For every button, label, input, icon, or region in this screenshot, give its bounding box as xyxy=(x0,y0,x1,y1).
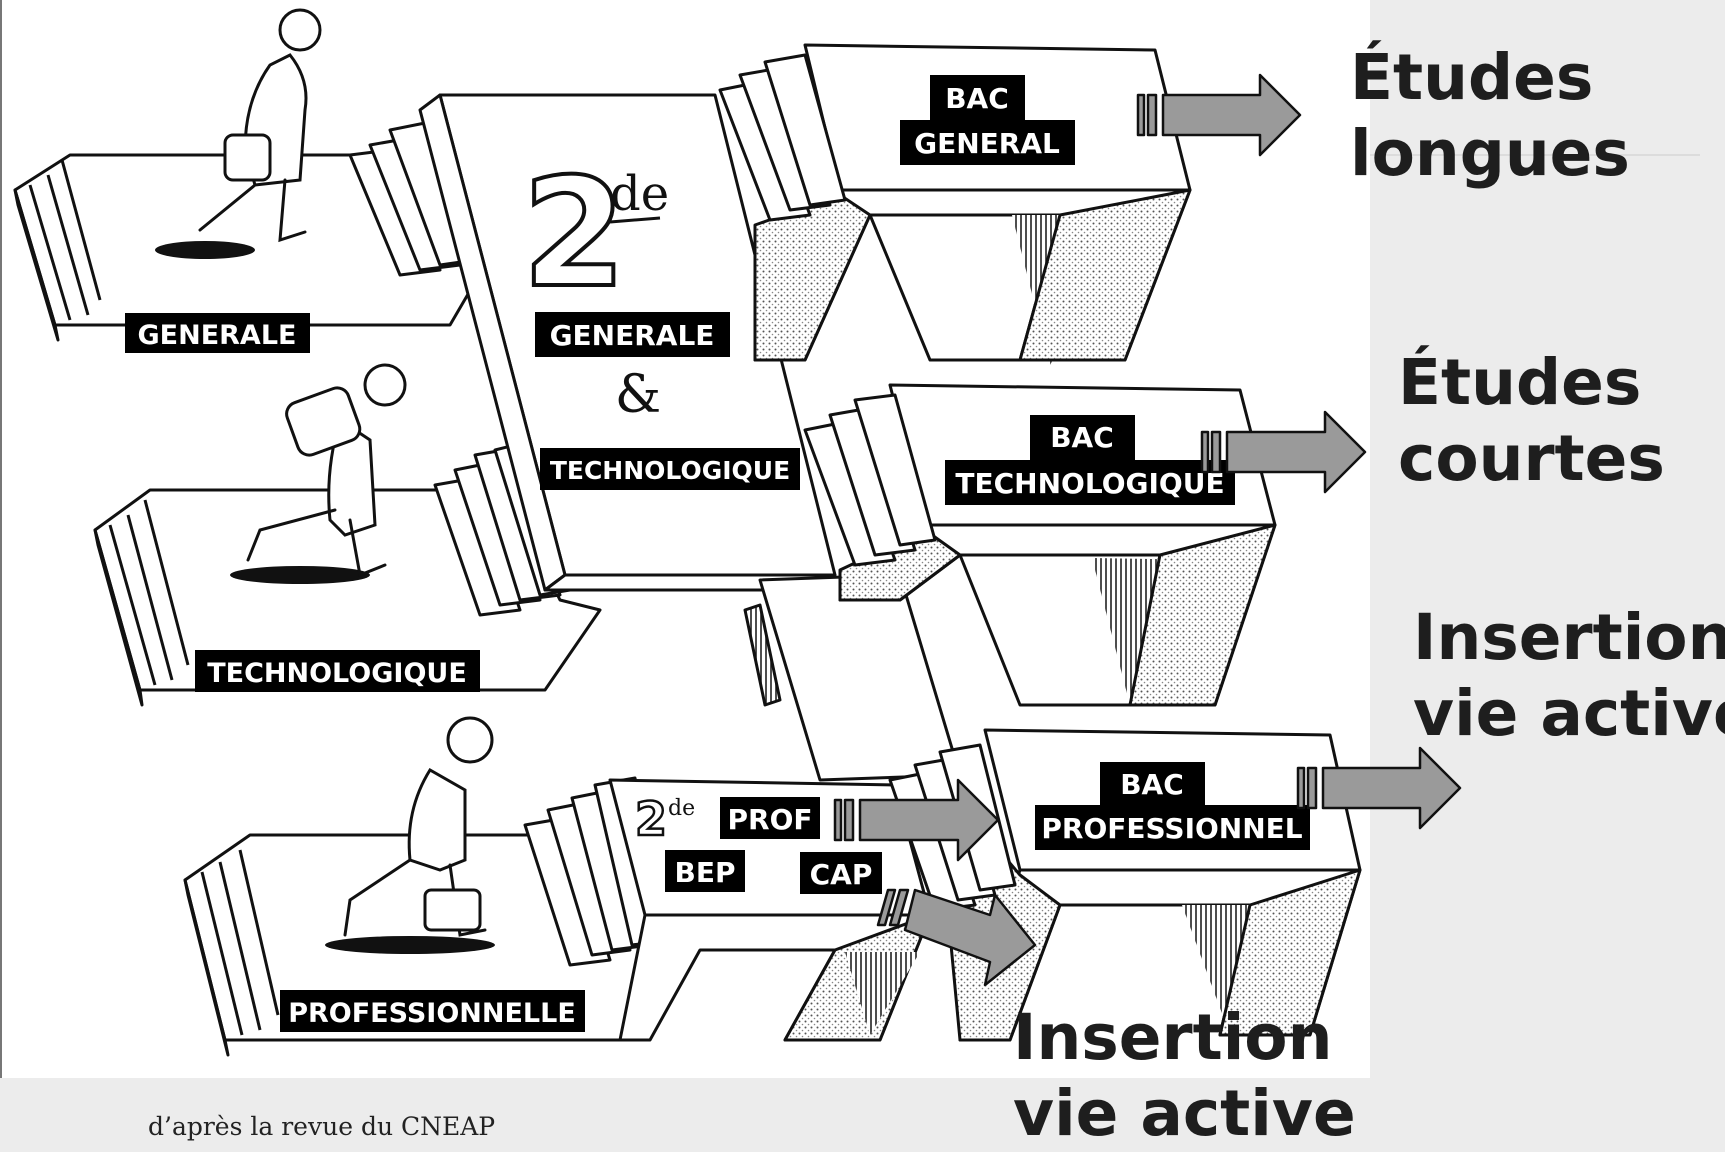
label-box-professionnelle xyxy=(280,990,585,1032)
label-seconde-technologique: TECHNOLOGIQUE xyxy=(550,456,790,485)
label-bac-pro-bottom: PROFESSIONNEL xyxy=(1041,812,1302,845)
label-cap: CAP xyxy=(810,858,873,891)
outcome-long-line2: longues xyxy=(1350,117,1630,190)
label-box-bac-techno-1 xyxy=(1030,415,1135,460)
label-professionnelle: PROFESSIONNELLE xyxy=(288,998,576,1029)
seconde-number: 2 xyxy=(522,147,626,321)
label-box-seconde-technologique xyxy=(540,448,800,490)
source-caption: d’après la revue du CNEAP xyxy=(148,1112,496,1141)
outcome-etudes-longues: Études longues xyxy=(1350,40,1630,192)
arrows xyxy=(833,73,1462,987)
label-box-bac-techno-2 xyxy=(945,460,1235,505)
label-box-bep xyxy=(665,850,745,892)
outcome-short-line2: courtes xyxy=(1398,422,1665,495)
label-box-prof xyxy=(720,797,820,839)
arrow-bac-technologique xyxy=(1200,410,1367,494)
label-prof: PROF xyxy=(727,803,812,836)
figure-boy-backpack xyxy=(230,363,407,584)
arrow-bac-general xyxy=(1136,73,1302,157)
label-boxes xyxy=(125,75,1310,1032)
label-box-bac-general-2 xyxy=(900,120,1075,165)
outcome-work-bottom-line1: Insertion xyxy=(1013,1001,1333,1074)
pro-seconde-mark: 2 de xyxy=(634,791,695,848)
seconde-ampersand: & xyxy=(615,365,661,425)
label-box-technologique xyxy=(195,650,480,692)
label-bac-techno-top: BAC xyxy=(1050,421,1114,454)
arrow-prof-to-bac xyxy=(833,778,1000,862)
pro-seconde-number: 2 xyxy=(635,792,667,846)
label-box-bac-pro-1 xyxy=(1100,762,1205,807)
labels: GENERALE TECHNOLOGIQUE PROFESSIONNELLE G… xyxy=(138,82,1303,1029)
outcome-insertion-top: Insertion vie active xyxy=(1413,600,1725,752)
architecture xyxy=(13,43,1362,1057)
figure-man-briefcase xyxy=(325,716,495,954)
seconde-mark: 2 de xyxy=(520,145,669,323)
arrow-bac-professionnel xyxy=(1296,746,1462,830)
label-bac-general-bottom: GENERAL xyxy=(914,127,1060,160)
outcome-work-top-line1: Insertion xyxy=(1413,601,1725,674)
label-box-cap xyxy=(800,852,882,894)
outcome-short-line1: Études xyxy=(1398,346,1642,419)
label-bac-general-top: BAC xyxy=(945,82,1009,115)
label-bac-pro-top: BAC xyxy=(1120,768,1184,801)
outcome-insertion-bottom: Insertion vie active xyxy=(1013,1000,1356,1152)
outcome-work-top-line2: vie active xyxy=(1413,677,1725,750)
label-box-bac-general-1 xyxy=(930,75,1025,120)
label-technologique: TECHNOLOGIQUE xyxy=(207,658,467,689)
pro-seconde-suffix: de xyxy=(668,796,695,821)
outcome-work-bottom-line2: vie active xyxy=(1013,1077,1356,1150)
figure-girl xyxy=(155,8,322,259)
outcome-long-line1: Études xyxy=(1350,41,1594,114)
seconde-suffix: de xyxy=(610,166,669,222)
label-box-seconde-generale xyxy=(535,312,730,357)
arrow-cap-to-work xyxy=(876,888,1037,987)
outcome-etudes-courtes: Études courtes xyxy=(1398,345,1665,497)
label-bac-techno-bottom: TECHNOLOGIQUE xyxy=(955,467,1224,500)
label-box-generale xyxy=(125,313,310,353)
label-generale: GENERALE xyxy=(138,320,297,351)
label-seconde-generale: GENERALE xyxy=(550,319,715,352)
label-bep: BEP xyxy=(675,856,736,889)
label-box-bac-pro-2 xyxy=(1035,805,1310,850)
